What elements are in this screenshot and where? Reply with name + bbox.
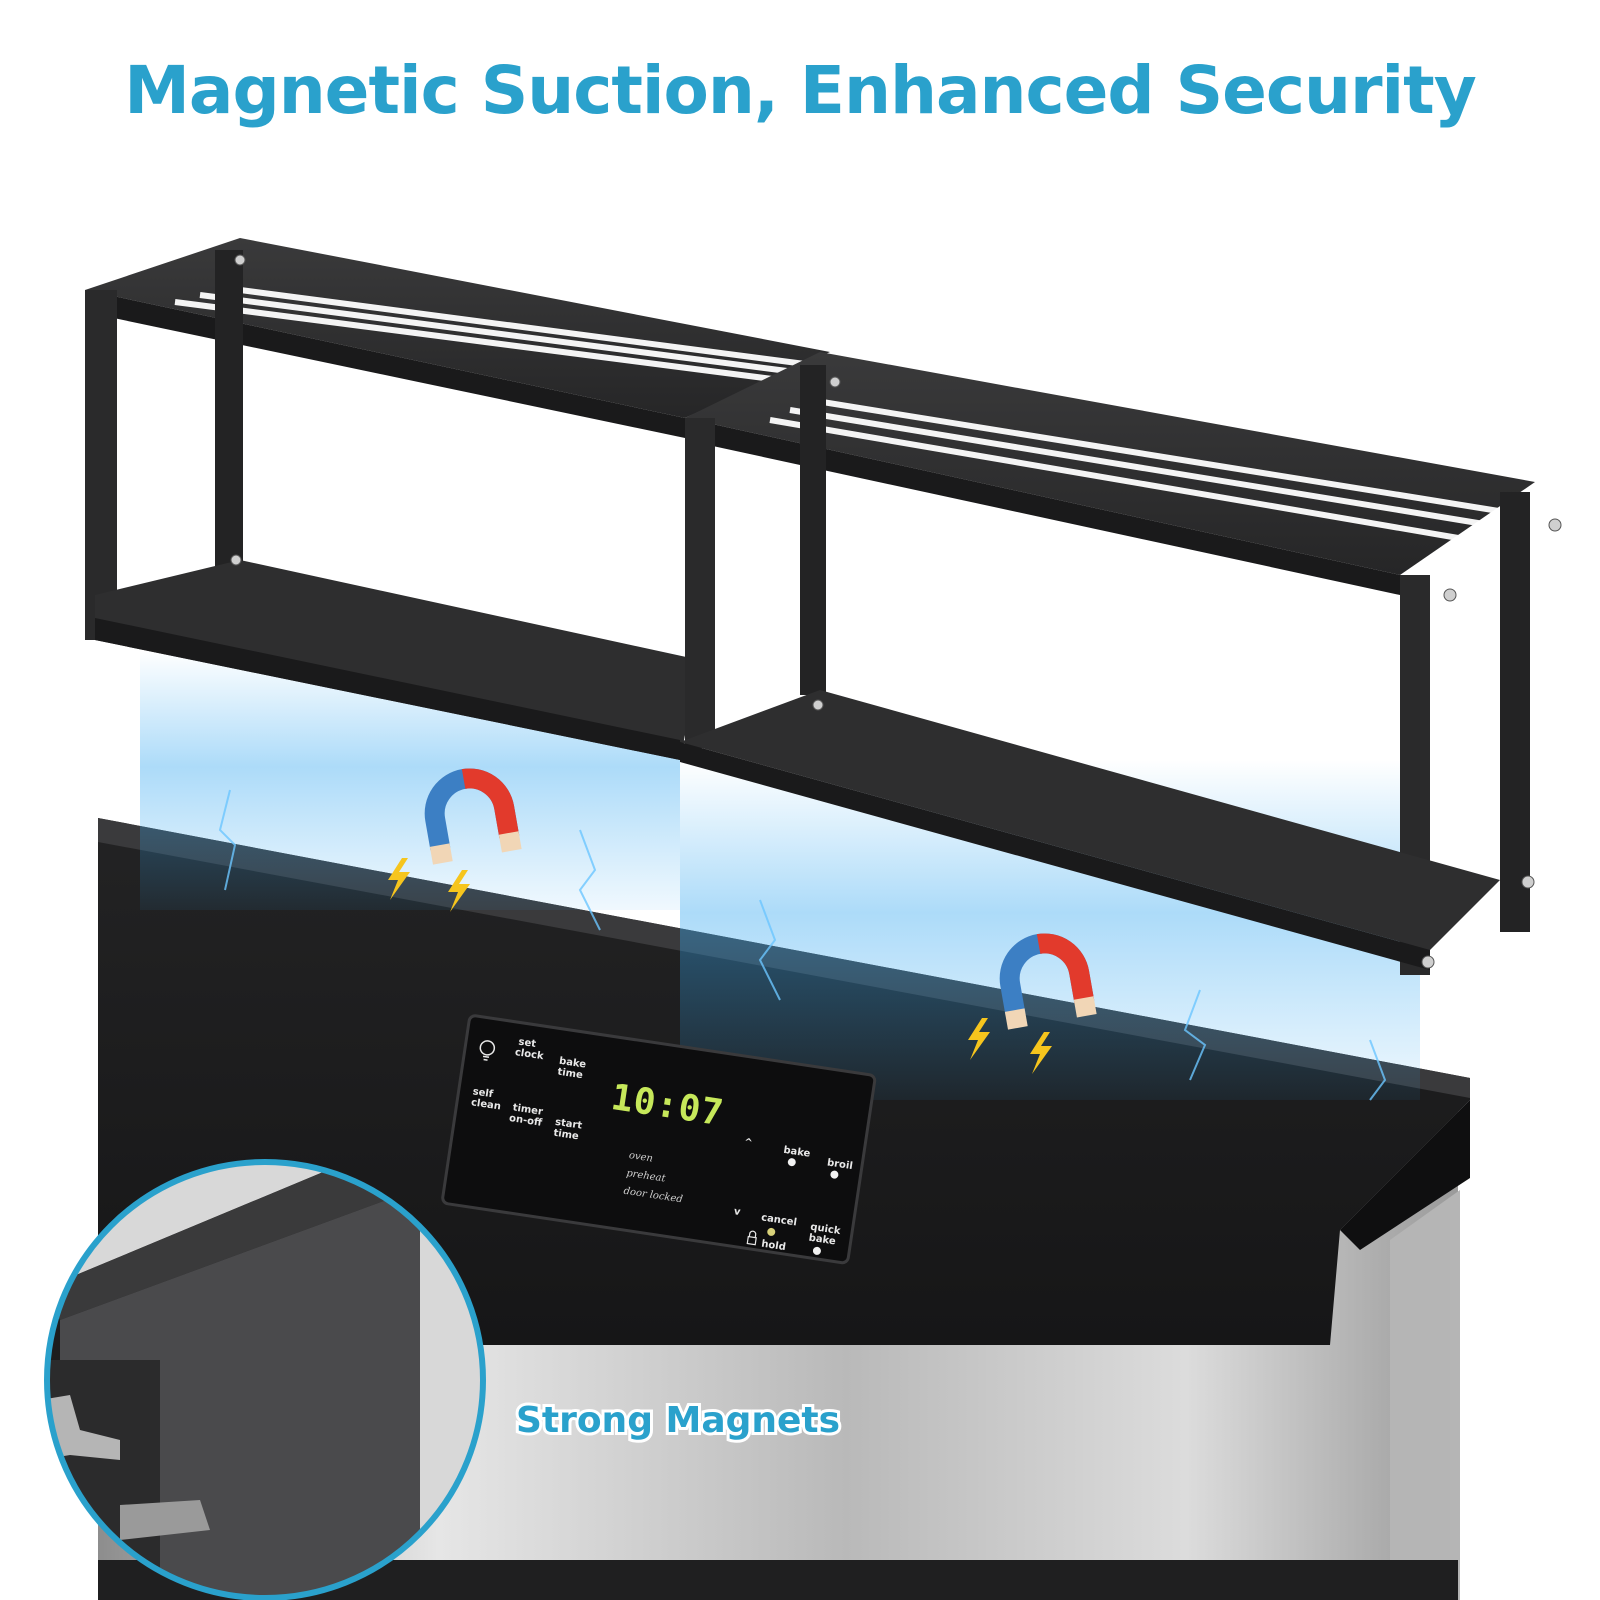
cancel-button-label[interactable]: cancel bbox=[760, 1212, 797, 1228]
self-clean-label-2[interactable]: clean bbox=[470, 1097, 501, 1112]
broil-button[interactable] bbox=[830, 1170, 839, 1179]
start-time-label-1[interactable]: start bbox=[554, 1117, 583, 1132]
oven-control-panel: set clock bake time self clean timer on-… bbox=[441, 1014, 877, 1265]
timer-label-2[interactable]: on-off bbox=[508, 1113, 543, 1129]
callout-ring bbox=[44, 1159, 486, 1600]
light-bulb-icon[interactable] bbox=[479, 1040, 496, 1061]
self-clean-label-1[interactable]: self bbox=[472, 1086, 495, 1100]
broil-button-label[interactable]: broil bbox=[826, 1157, 853, 1172]
set-clock-label-2[interactable]: clock bbox=[514, 1047, 544, 1062]
bake-button[interactable] bbox=[787, 1158, 796, 1167]
start-time-label-2[interactable]: time bbox=[553, 1128, 580, 1143]
up-arrow-button[interactable]: ^ bbox=[743, 1137, 753, 1149]
headline: Magnetic Suction, Enhanced Security bbox=[124, 52, 1477, 129]
status-oven: oven bbox=[628, 1150, 653, 1164]
quick-bake-label-2[interactable]: bake bbox=[808, 1233, 837, 1248]
spice-rack bbox=[85, 238, 1562, 975]
timer-label-1[interactable]: timer bbox=[512, 1102, 544, 1117]
bake-time-label-2[interactable]: time bbox=[557, 1067, 584, 1082]
quick-bake-label-1[interactable]: quick bbox=[810, 1222, 842, 1237]
cancel-button[interactable] bbox=[767, 1227, 776, 1236]
bake-time-label-1[interactable]: bake bbox=[558, 1056, 587, 1071]
down-arrow-button[interactable]: v bbox=[733, 1206, 742, 1218]
bake-button-label[interactable]: bake bbox=[783, 1145, 812, 1160]
hold-label: hold bbox=[761, 1239, 787, 1254]
set-clock-label-1[interactable]: set bbox=[518, 1037, 537, 1051]
callout-label: Strong Magnets bbox=[516, 1400, 840, 1441]
lock-icon bbox=[746, 1230, 757, 1246]
quick-bake-button[interactable] bbox=[812, 1246, 821, 1255]
